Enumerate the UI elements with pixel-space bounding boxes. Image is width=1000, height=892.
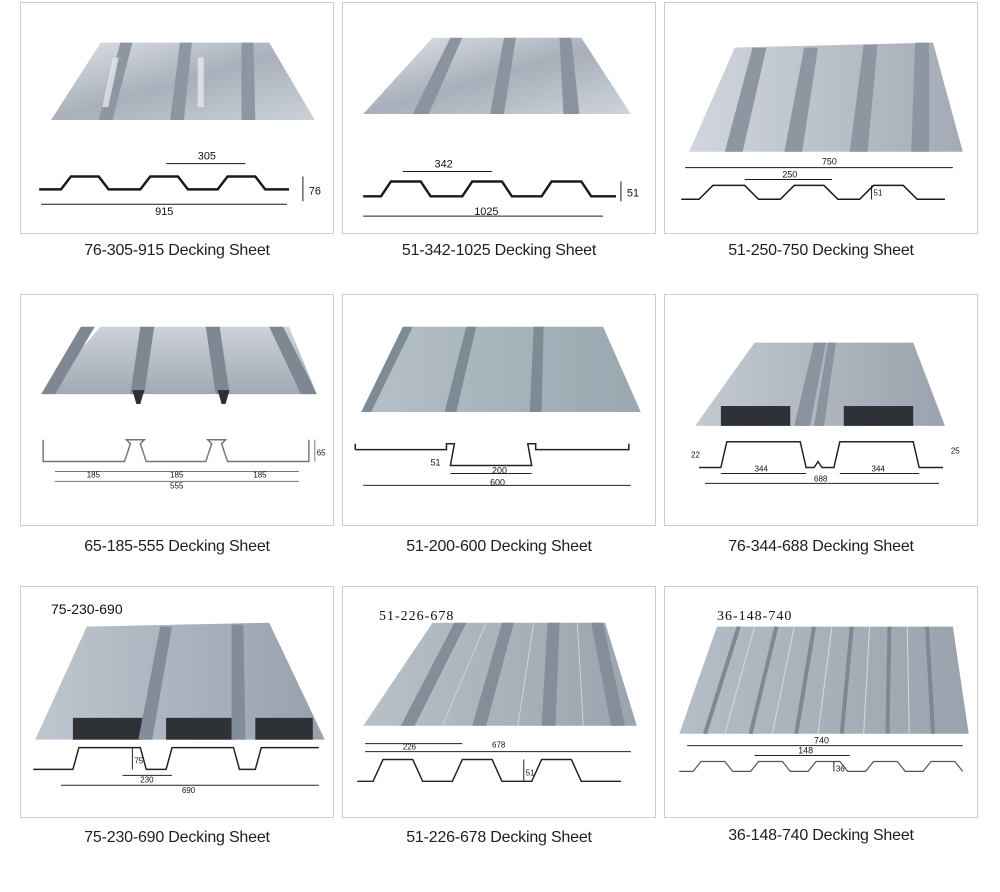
decking-sheet-illustration: 226 678 51 — [357, 622, 637, 783]
dim-label: 678 — [492, 741, 506, 750]
dim-label: 250 — [782, 169, 797, 179]
dim-label: 740 — [814, 736, 829, 746]
decking-sheet-illustration: 75 230 690 — [33, 622, 325, 795]
product-image-65-185-555: 185 185 185 555 65 — [20, 294, 334, 526]
product-image-51-226-678: 226 678 51 51-226-678 — [342, 586, 656, 818]
dim-label: 76 — [309, 185, 321, 197]
decking-sheet-illustration: 740 148 36 — [679, 626, 969, 773]
decking-sheet-illustration: 305 76 915 — [39, 42, 321, 218]
dim-label: 200 — [492, 465, 507, 475]
dim-label: 226 — [403, 743, 417, 752]
dim-label: 344 — [755, 464, 769, 473]
product-code-label: 36-148-740 — [717, 609, 793, 624]
dim-label: 555 — [170, 481, 184, 490]
product-code-label: 75-230-690 — [51, 601, 123, 617]
dim-label: 51 — [627, 187, 639, 199]
dim-label: 185 — [170, 470, 184, 479]
product-caption: 51-200-600 Decking Sheet — [406, 538, 592, 555]
dim-label: 185 — [87, 470, 101, 479]
dim-label: 75 — [134, 756, 143, 765]
dim-label: 1025 — [474, 206, 498, 218]
product-image-76-305-915: 305 76 915 — [20, 2, 334, 234]
dim-label: 51 — [526, 768, 535, 777]
product-caption: 51-250-750 Decking Sheet — [728, 242, 914, 259]
dim-label: 65 — [317, 449, 326, 458]
decking-sheet-illustration: 750 250 51 — [681, 42, 963, 201]
dim-label: 688 — [814, 474, 828, 483]
decking-sheet-illustration: 22 344 344 688 25 — [691, 342, 960, 484]
decking-sheet-illustration: 342 51 1025 — [363, 37, 639, 218]
dim-label: 36 — [836, 764, 845, 773]
dim-label: 51 — [431, 458, 441, 468]
dim-label: 230 — [140, 775, 154, 784]
product-image-36-148-740: 740 148 36 36-148-740 — [664, 586, 978, 818]
product-image-51-200-600: 51 200 600 — [342, 294, 656, 526]
product-caption: 65-185-555 Decking Sheet — [84, 538, 270, 555]
dim-label: 690 — [182, 786, 196, 795]
dim-label: 148 — [798, 746, 813, 756]
product-image-51-342-1025: 342 51 1025 — [342, 2, 656, 234]
dim-label: 750 — [822, 157, 837, 167]
decking-sheet-illustration: 185 185 185 555 65 — [41, 326, 326, 490]
product-caption: 51-226-678 Decking Sheet — [406, 829, 592, 846]
dim-label: 342 — [435, 159, 453, 171]
product-caption: 76-344-688 Decking Sheet — [728, 538, 914, 555]
decking-sheet-illustration: 51 200 600 — [354, 326, 641, 487]
dim-label: 915 — [155, 206, 173, 218]
dim-label: 344 — [872, 464, 886, 473]
product-caption: 75-230-690 Decking Sheet — [84, 829, 270, 846]
product-caption: 76-305-915 Decking Sheet — [84, 242, 270, 259]
product-code-label: 51-226-678 — [379, 609, 455, 624]
product-image-51-250-750: 750 250 51 — [664, 2, 978, 234]
dim-label: 305 — [198, 151, 216, 163]
dim-label: 185 — [253, 470, 267, 479]
dim-label: 22 — [691, 451, 700, 460]
dim-label: 51 — [874, 188, 883, 197]
product-caption: 51-342-1025 Decking Sheet — [401, 242, 597, 259]
dim-label: 600 — [490, 477, 505, 487]
product-image-75-230-690: 75 230 690 75-230-690 — [20, 586, 334, 818]
dim-label: 25 — [951, 447, 960, 456]
product-image-76-344-688: 22 344 344 688 25 — [664, 294, 978, 526]
product-caption: 36-148-740 Decking Sheet — [728, 827, 914, 844]
